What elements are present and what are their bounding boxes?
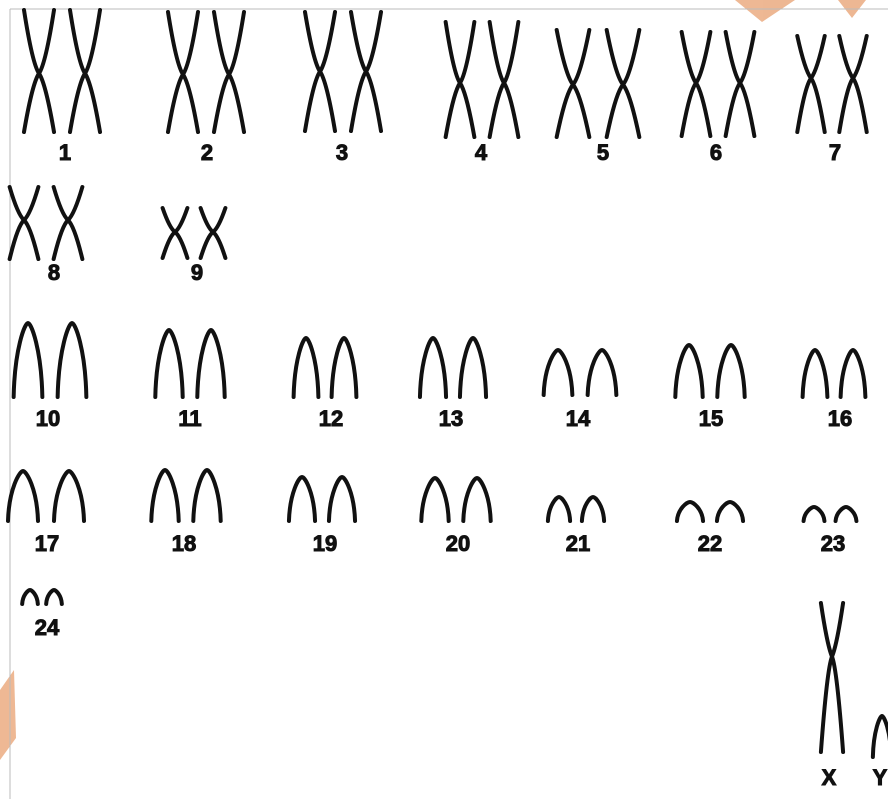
- chromosome-label-y: Y: [873, 765, 888, 790]
- chromatid-1: [155, 330, 182, 397]
- chromosome-10: [14, 323, 87, 397]
- chromosome-9: [163, 208, 226, 258]
- chromatid-2: [197, 330, 224, 397]
- chromosome-16: [803, 350, 866, 397]
- chromatid-2: [460, 338, 486, 397]
- chromosome-4: [446, 22, 519, 137]
- chromosome-6: [682, 32, 755, 136]
- chromosome-3: [305, 12, 381, 131]
- chromatid-1: [151, 470, 178, 521]
- chromosome-label-15: 15: [699, 406, 723, 431]
- chromosome-12: [294, 338, 357, 397]
- chromosome-label-22: 22: [698, 531, 722, 556]
- chromatid-2: [329, 477, 355, 521]
- chromosome-label-19: 19: [313, 531, 337, 556]
- chromosome-label-x: X: [822, 765, 837, 790]
- chromatid-2: [588, 350, 617, 395]
- chromosome-21: [548, 497, 604, 521]
- chromatid-1: [548, 497, 570, 521]
- chromosome-5: [557, 30, 640, 137]
- chromosome-label-14: 14: [566, 406, 591, 431]
- chromatid-2: [58, 323, 87, 397]
- chromosome-24: [22, 590, 62, 604]
- chromatid-1: [420, 338, 446, 397]
- chromatid-2: [193, 470, 220, 521]
- chromosome-label-6: 6: [710, 140, 722, 165]
- chromatid-1: [677, 502, 703, 521]
- chromatid-1: [544, 350, 573, 395]
- chromosome-23: [804, 507, 857, 521]
- chromatid-1: [873, 716, 888, 757]
- chromatid-1: [294, 338, 319, 397]
- chromosome-label-2: 2: [201, 140, 213, 165]
- chromosome-15: [675, 345, 744, 397]
- chromosome-2: [168, 12, 244, 132]
- chromosome-label-23: 23: [821, 531, 845, 556]
- chromosome-label-16: 16: [828, 406, 852, 431]
- chromosome-22: [677, 502, 743, 521]
- chromosome-label-11: 11: [178, 406, 201, 431]
- chromosome-label-20: 20: [446, 531, 470, 556]
- chromosome-label-13: 13: [439, 406, 463, 431]
- chromosome-label-10: 10: [36, 406, 60, 431]
- chromatid-2: [582, 497, 604, 521]
- chromosome-label-7: 7: [829, 140, 841, 165]
- chromatid-1: [8, 471, 38, 521]
- chromatid-2: [841, 350, 866, 397]
- chromatid-2: [54, 471, 84, 521]
- chromosome-17: [8, 471, 84, 521]
- chromosome-7: [797, 36, 866, 132]
- chromosome-label-18: 18: [172, 531, 196, 556]
- chromatid-2: [46, 590, 62, 604]
- chromosome-label-24: 24: [35, 615, 60, 640]
- chromatid-1: [22, 590, 38, 604]
- chromosome-label-8: 8: [48, 260, 60, 285]
- chromosome-8: [10, 187, 83, 259]
- chromatid-1: [803, 350, 828, 397]
- chromosome-20: [421, 478, 490, 521]
- chromatid-2: [463, 478, 490, 521]
- chromosome-19: [289, 477, 355, 521]
- chromatid-1: [421, 478, 448, 521]
- chromatid-1: [289, 477, 315, 521]
- chromosome-18: [151, 470, 220, 521]
- chromosome-label-3: 3: [336, 140, 348, 165]
- chromosome-x: [821, 603, 843, 752]
- chromosome-label-1: 1: [59, 140, 71, 165]
- chromosome-y: [873, 716, 888, 757]
- chromatid-2: [836, 507, 857, 521]
- chromosome-label-4: 4: [475, 140, 488, 165]
- chromosome-label-12: 12: [319, 406, 343, 431]
- watermark: [0, 0, 866, 760]
- chromatid-2: [332, 338, 357, 397]
- chromatid-1: [804, 507, 825, 521]
- chromatid-2: [717, 502, 743, 521]
- chromosome-label-21: 21: [566, 531, 590, 556]
- chromosome-label-9: 9: [191, 260, 203, 285]
- chromatid-1: [14, 323, 43, 397]
- chromosome-label-17: 17: [35, 531, 59, 556]
- chromosome-13: [420, 338, 486, 397]
- chromatid-1: [675, 345, 702, 397]
- chromatid-2: [717, 345, 744, 397]
- chromosome-1: [24, 10, 100, 132]
- chromosome-11: [155, 330, 224, 397]
- chromosome-14: [544, 350, 617, 395]
- chromosome-label-5: 5: [597, 140, 609, 165]
